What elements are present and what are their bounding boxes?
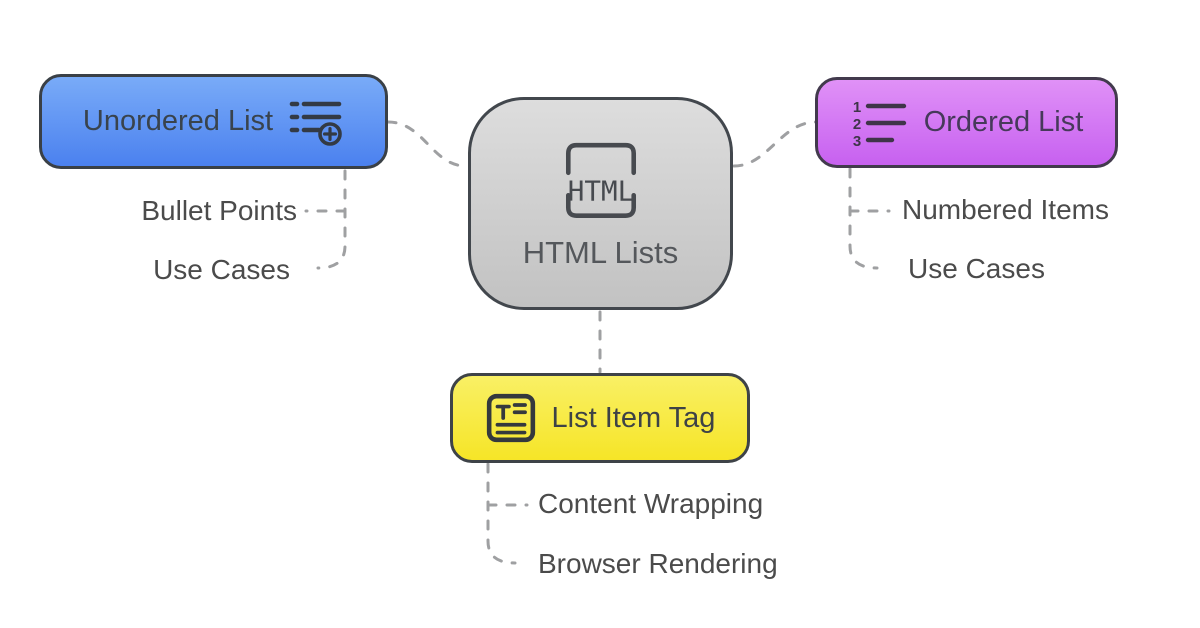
connector-center-unordered <box>386 120 468 168</box>
ordered-list-icon: 1 2 3 <box>853 99 906 150</box>
connector-unordered-children <box>316 169 347 270</box>
connector-litag-children <box>486 462 517 565</box>
node-list-item-tag-label: List Item Tag <box>551 401 716 434</box>
leaf-use-cases-ordered: Use Cases <box>908 253 1045 284</box>
html-tag-icon: HTML <box>565 142 636 218</box>
svg-text:2: 2 <box>853 116 861 133</box>
unordered-list-add-icon <box>289 101 342 146</box>
node-html-lists: HTML HTML Lists <box>468 97 733 310</box>
node-unordered-list: Unordered List <box>39 74 388 169</box>
svg-text:1: 1 <box>853 99 861 116</box>
leaf-use-cases-unordered: Use Cases <box>153 254 290 285</box>
leaf-content-wrapping: Content Wrapping <box>538 488 764 519</box>
text-block-icon <box>486 393 535 443</box>
leaf-numbered-items: Numbered Items <box>902 194 1109 225</box>
node-ordered-list-label: Ordered List <box>923 106 1084 138</box>
node-html-lists-label: HTML Lists <box>522 234 679 270</box>
node-unordered-list-label: Unordered List <box>82 105 274 137</box>
node-ordered-list: 1 2 3 Ordered List <box>815 77 1118 168</box>
connector-ordered-children <box>848 167 879 270</box>
svg-text:3: 3 <box>853 133 861 150</box>
connector-center-ordered <box>732 120 818 168</box>
leaf-browser-rendering: Browser Rendering <box>538 548 778 579</box>
node-list-item-tag: List Item Tag <box>450 373 750 463</box>
leaf-bullet-points: Bullet Points <box>141 195 297 226</box>
svg-text:HTML: HTML <box>567 174 633 207</box>
